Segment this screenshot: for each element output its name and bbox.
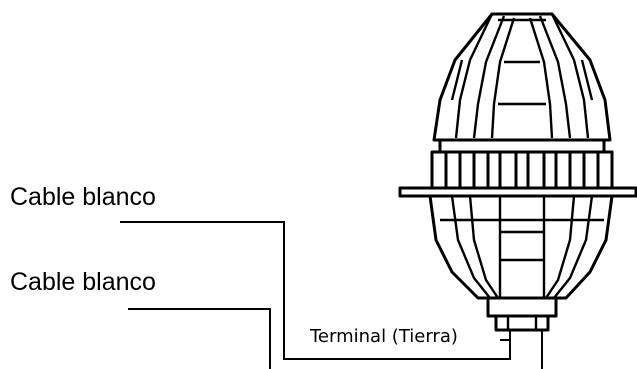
wire-top bbox=[120, 221, 511, 360]
lamp-fixture bbox=[398, 12, 637, 332]
lamp-base-lower bbox=[494, 314, 550, 332]
cable-label-top: Cable blanco bbox=[10, 183, 156, 211]
collar-tabs bbox=[430, 150, 614, 190]
terminal-label: Terminal (Tierra) bbox=[309, 326, 458, 347]
dome-ribs bbox=[450, 13, 594, 139]
lamp-lower-cage bbox=[428, 194, 614, 300]
wires bbox=[120, 221, 543, 369]
lamp-dome bbox=[432, 12, 612, 142]
lamp-base bbox=[486, 296, 558, 318]
lower-cage-ribs bbox=[440, 195, 604, 299]
cable-label-bottom: Cable blanco bbox=[10, 268, 156, 296]
wire-bottom bbox=[128, 308, 271, 369]
lamp-collar bbox=[438, 138, 606, 154]
